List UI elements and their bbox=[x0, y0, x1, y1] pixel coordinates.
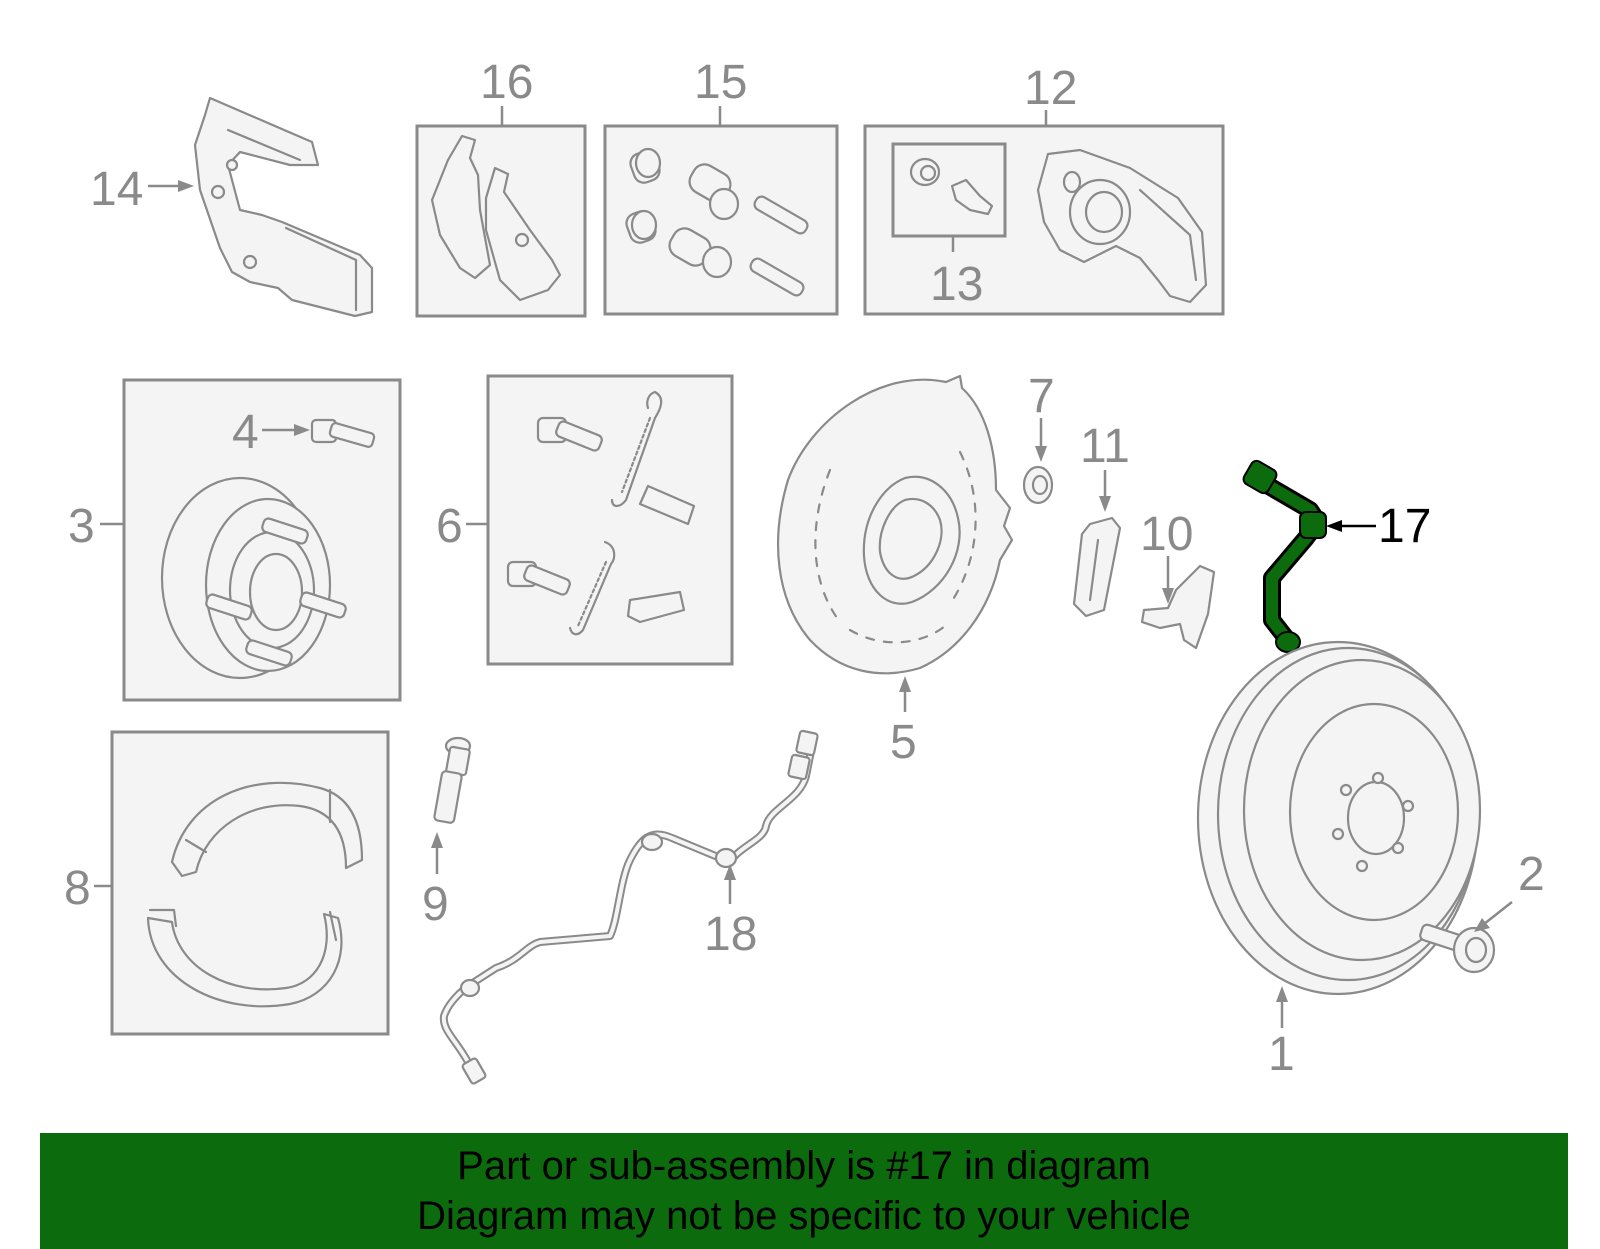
part-3-hub bbox=[160, 476, 347, 680]
box-8-parking-brake-shoes[interactable] bbox=[110, 730, 390, 1036]
arrow-1 bbox=[1276, 986, 1288, 1002]
arrow-11 bbox=[1099, 496, 1111, 512]
callout-1: 1 bbox=[1268, 1028, 1295, 1081]
box-13-bleeder-kit[interactable] bbox=[891, 142, 1007, 238]
callout-10: 10 bbox=[1140, 508, 1193, 561]
arrow-7 bbox=[1035, 446, 1047, 462]
callout-13: 13 bbox=[930, 258, 983, 311]
part-7-washer[interactable] bbox=[1022, 465, 1054, 505]
part-1-rotor[interactable] bbox=[1196, 640, 1482, 996]
callout-6: 6 bbox=[436, 500, 463, 553]
arrow-14 bbox=[178, 180, 194, 192]
arrow-18 bbox=[724, 864, 736, 880]
callout-15: 15 bbox=[694, 56, 747, 109]
callout-7: 7 bbox=[1028, 370, 1055, 423]
part-5-backing-plate[interactable] bbox=[776, 374, 1014, 675]
arrow-4 bbox=[294, 424, 310, 436]
part-2-bolt[interactable] bbox=[1419, 923, 1496, 974]
part-4-bolt bbox=[310, 418, 376, 448]
part-18-abs-sensor[interactable] bbox=[439, 729, 819, 1085]
callout-17: 17 bbox=[1378, 500, 1431, 553]
banner-line-1: Part or sub-assembly is #17 in diagram bbox=[457, 1144, 1151, 1188]
callout-18: 18 bbox=[704, 908, 757, 961]
leader-2 bbox=[1483, 901, 1513, 925]
part-6-springs bbox=[506, 390, 696, 636]
part-8-shoes bbox=[146, 781, 364, 1008]
arrow-10 bbox=[1162, 588, 1174, 604]
part-16-pads bbox=[430, 134, 562, 302]
banner-line-2: Diagram may not be specific to your vehi… bbox=[417, 1194, 1191, 1238]
callout-8: 8 bbox=[64, 862, 91, 915]
callout-14: 14 bbox=[90, 163, 143, 216]
box-6-spring-kit[interactable] bbox=[486, 374, 734, 666]
part-14-caliper-bracket[interactable] bbox=[193, 96, 374, 318]
callout-2: 2 bbox=[1518, 848, 1545, 901]
part-13-bleeder bbox=[909, 157, 994, 216]
callout-3: 3 bbox=[68, 500, 95, 553]
callout-16: 16 bbox=[480, 56, 533, 109]
callout-11: 11 bbox=[1080, 420, 1130, 473]
part-10-clip[interactable] bbox=[1140, 564, 1216, 650]
arrow-2 bbox=[1474, 918, 1490, 932]
part-17-brake-hose[interactable] bbox=[1241, 459, 1327, 653]
part-11-shim[interactable] bbox=[1072, 516, 1122, 618]
part-15-hardware bbox=[625, 147, 809, 297]
callout-9: 9 bbox=[422, 878, 449, 931]
arrow-5 bbox=[899, 676, 911, 692]
arrow-9 bbox=[431, 832, 443, 848]
part-12-caliper bbox=[1036, 148, 1208, 304]
arrow-17 bbox=[1326, 520, 1342, 532]
callout-4: 4 bbox=[232, 406, 259, 459]
callout-12: 12 bbox=[1024, 62, 1077, 115]
callout-5: 5 bbox=[890, 716, 917, 769]
part-9-pin[interactable] bbox=[433, 736, 472, 824]
info-banner: Part or sub-assembly is #17 in diagram D… bbox=[40, 1133, 1568, 1249]
